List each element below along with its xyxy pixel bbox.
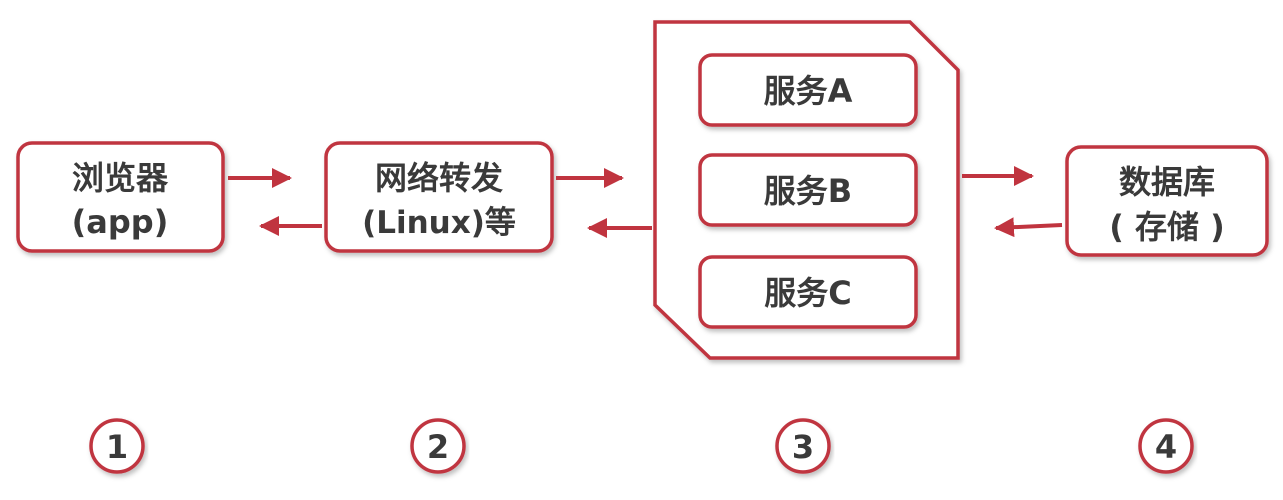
step-3-badge: 3 — [775, 418, 831, 474]
forwarding-node: 网络转发 (Linux)等 — [324, 141, 554, 253]
browser-sublabel: (app) — [72, 203, 169, 241]
step-3-circle — [775, 418, 831, 474]
service-c-box — [698, 255, 918, 329]
browser-node: 浏览器 (app) — [16, 141, 225, 253]
forwarding-box — [324, 141, 554, 253]
step-4-label: 4 — [1155, 428, 1177, 466]
step-2-badge: 2 — [410, 418, 466, 474]
database-label: 数据库 — [1119, 163, 1215, 201]
browser-box — [16, 141, 225, 253]
database-node: 数据库 ( 存储 ) — [1065, 145, 1269, 257]
step-1-label: 1 — [106, 428, 128, 466]
forwarding-sublabel: (Linux)等 — [362, 205, 516, 241]
step-1-badge: 1 — [89, 418, 145, 474]
service-c-label: 服务C — [764, 274, 852, 312]
forwarding-label: 网络转发 — [375, 159, 503, 197]
step-2-circle — [410, 418, 466, 474]
service-a-label: 服务A — [764, 72, 853, 110]
service-b-label: 服务B — [764, 172, 852, 210]
browser-label: 浏览器 — [72, 159, 169, 197]
step-1-circle — [89, 418, 145, 474]
step-4-circle — [1138, 418, 1194, 474]
arrow-database-to-services — [994, 217, 1063, 238]
step-4-badge: 4 — [1138, 418, 1194, 474]
step-2-label: 2 — [427, 428, 449, 466]
step-3-label: 3 — [792, 428, 814, 466]
database-sublabel: ( 存储 ) — [1109, 208, 1225, 246]
service-a-box — [698, 53, 918, 127]
service-b-box — [698, 153, 918, 227]
database-box — [1065, 145, 1269, 257]
services-node: 服务A 服务B 服务C — [653, 20, 960, 360]
